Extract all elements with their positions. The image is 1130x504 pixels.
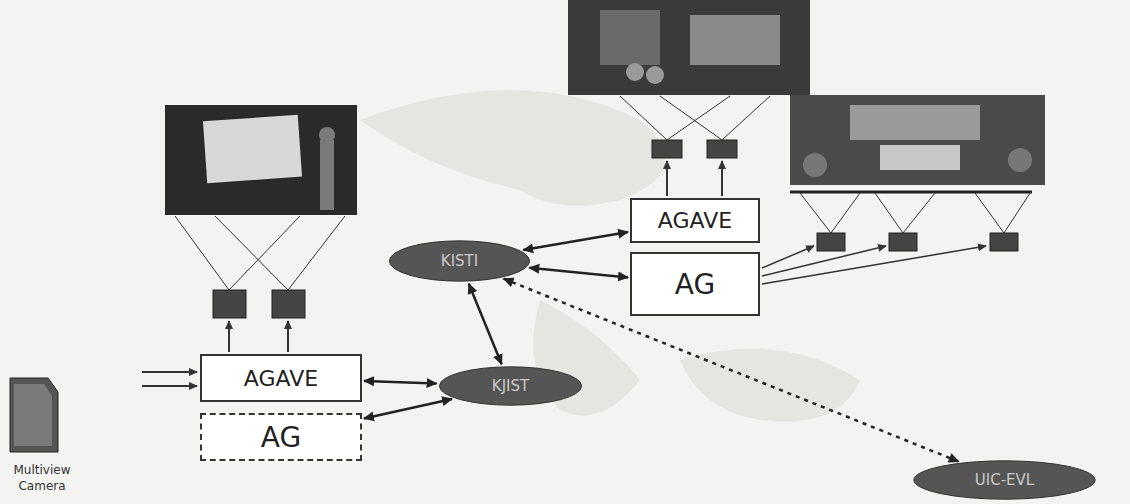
node-label: AGAVE	[244, 366, 318, 391]
node-label: KJIST	[492, 377, 529, 395]
projector	[652, 140, 737, 158]
site-ellipse: KJIST	[438, 366, 583, 406]
system-box: AG	[630, 252, 760, 316]
signal-arrow	[762, 246, 986, 284]
device-label: Multiview Camera	[0, 462, 84, 494]
camera-icon	[10, 378, 58, 452]
system-box: AGAVE	[630, 198, 760, 243]
screen-bar	[790, 191, 1032, 194]
node-label: AGAVE	[658, 208, 732, 233]
node-label: KISTI	[441, 252, 478, 270]
camera-arrow	[142, 372, 197, 386]
network-link	[529, 268, 628, 278]
system-box: AGAVE	[200, 354, 362, 402]
network-link	[364, 399, 452, 419]
projector	[817, 233, 1018, 251]
projection-lines	[175, 216, 345, 290]
system-box: AG	[200, 413, 362, 461]
node-label: AG	[675, 268, 715, 301]
node-label: AG	[261, 421, 301, 454]
signal-arrow	[229, 321, 288, 352]
network-link	[364, 381, 437, 384]
room-photo	[790, 95, 1045, 185]
network-link	[469, 284, 502, 365]
node-label: UIC-EVL	[975, 471, 1034, 489]
projection-lines	[800, 193, 1030, 233]
site-ellipse: UIC-EVL	[912, 460, 1097, 500]
map-texture	[360, 90, 860, 422]
site-ellipse: KISTI	[388, 240, 531, 282]
projection-lines	[620, 96, 770, 140]
room-photo	[568, 0, 810, 95]
signal-arrow	[667, 161, 722, 196]
screen-photo	[165, 105, 357, 215]
network-link	[523, 232, 628, 250]
projector	[213, 290, 305, 318]
